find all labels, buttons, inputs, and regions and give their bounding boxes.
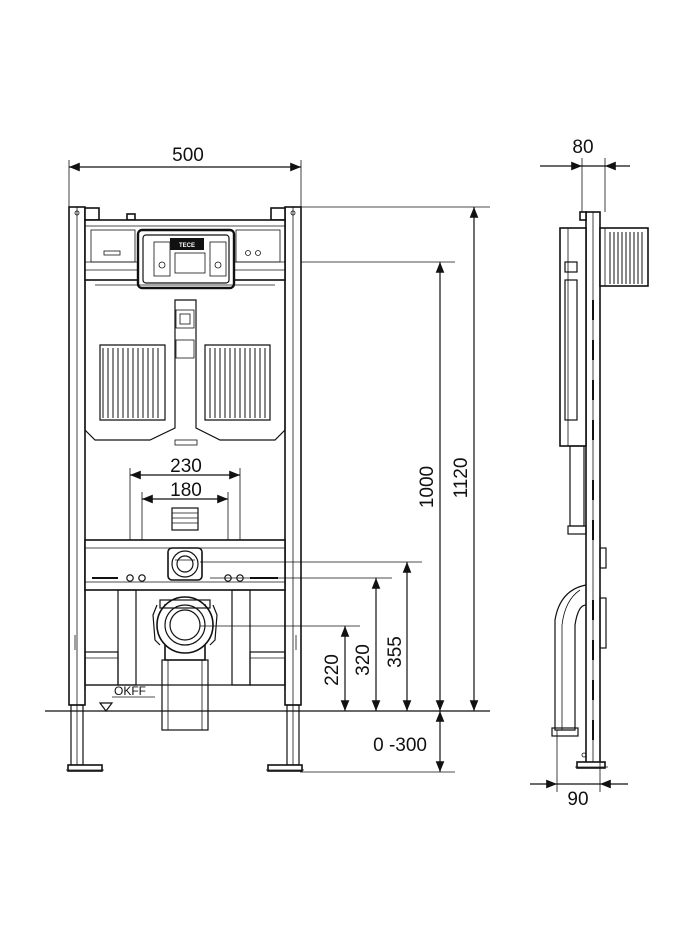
dimension-label-220: 220 [322, 654, 343, 686]
dimension-label-80: 80 [572, 137, 593, 158]
front-view: 500 [45, 145, 490, 773]
dimension-label-90: 90 [567, 789, 588, 810]
right-upright [284, 206, 302, 706]
left-ribs [102, 348, 159, 418]
floor-level-label: OKFF [114, 684, 146, 698]
side-cistern [559, 227, 587, 535]
dimension-1000: 1000 [417, 262, 445, 711]
dimension-355: 355 [385, 562, 412, 711]
dimension-1120: 1120 [451, 207, 479, 711]
dimension-90: 90 [530, 730, 628, 810]
left-upright [68, 206, 86, 706]
plate-brand-label: TECE [179, 243, 195, 249]
dimension-180: 180 [141, 480, 229, 578]
dimension-label-1120: 1120 [451, 458, 472, 499]
right-foot [266, 704, 304, 772]
side-drain-elbow [551, 584, 607, 737]
right-ribs [209, 348, 266, 418]
middle-crossbar [84, 539, 286, 591]
flush-plate-opening: TECE [136, 228, 236, 290]
cistern-body [84, 280, 286, 446]
lower-frame [84, 589, 286, 731]
dimension-220: 220 [322, 626, 350, 711]
dimension-foot-adjust: 0 -300 [373, 711, 445, 772]
dimension-label-230: 230 [170, 456, 202, 477]
side-actuator-box [599, 227, 649, 287]
dimension-label-320: 320 [353, 644, 374, 676]
finished-floor-line: OKFF [45, 684, 490, 712]
dimension-80: 80 [540, 137, 630, 212]
dimension-500: 500 [68, 145, 302, 210]
dimension-320: 320 [353, 578, 381, 711]
left-foot [66, 704, 104, 772]
dimension-label-1000: 1000 [417, 466, 438, 508]
side-view: 80 [530, 137, 649, 810]
dimension-label-180: 180 [170, 480, 202, 501]
dimension-label-foot-adjust: 0 -300 [373, 735, 427, 756]
dimension-label-355: 355 [385, 636, 406, 668]
dimension-label-500: 500 [172, 145, 204, 166]
